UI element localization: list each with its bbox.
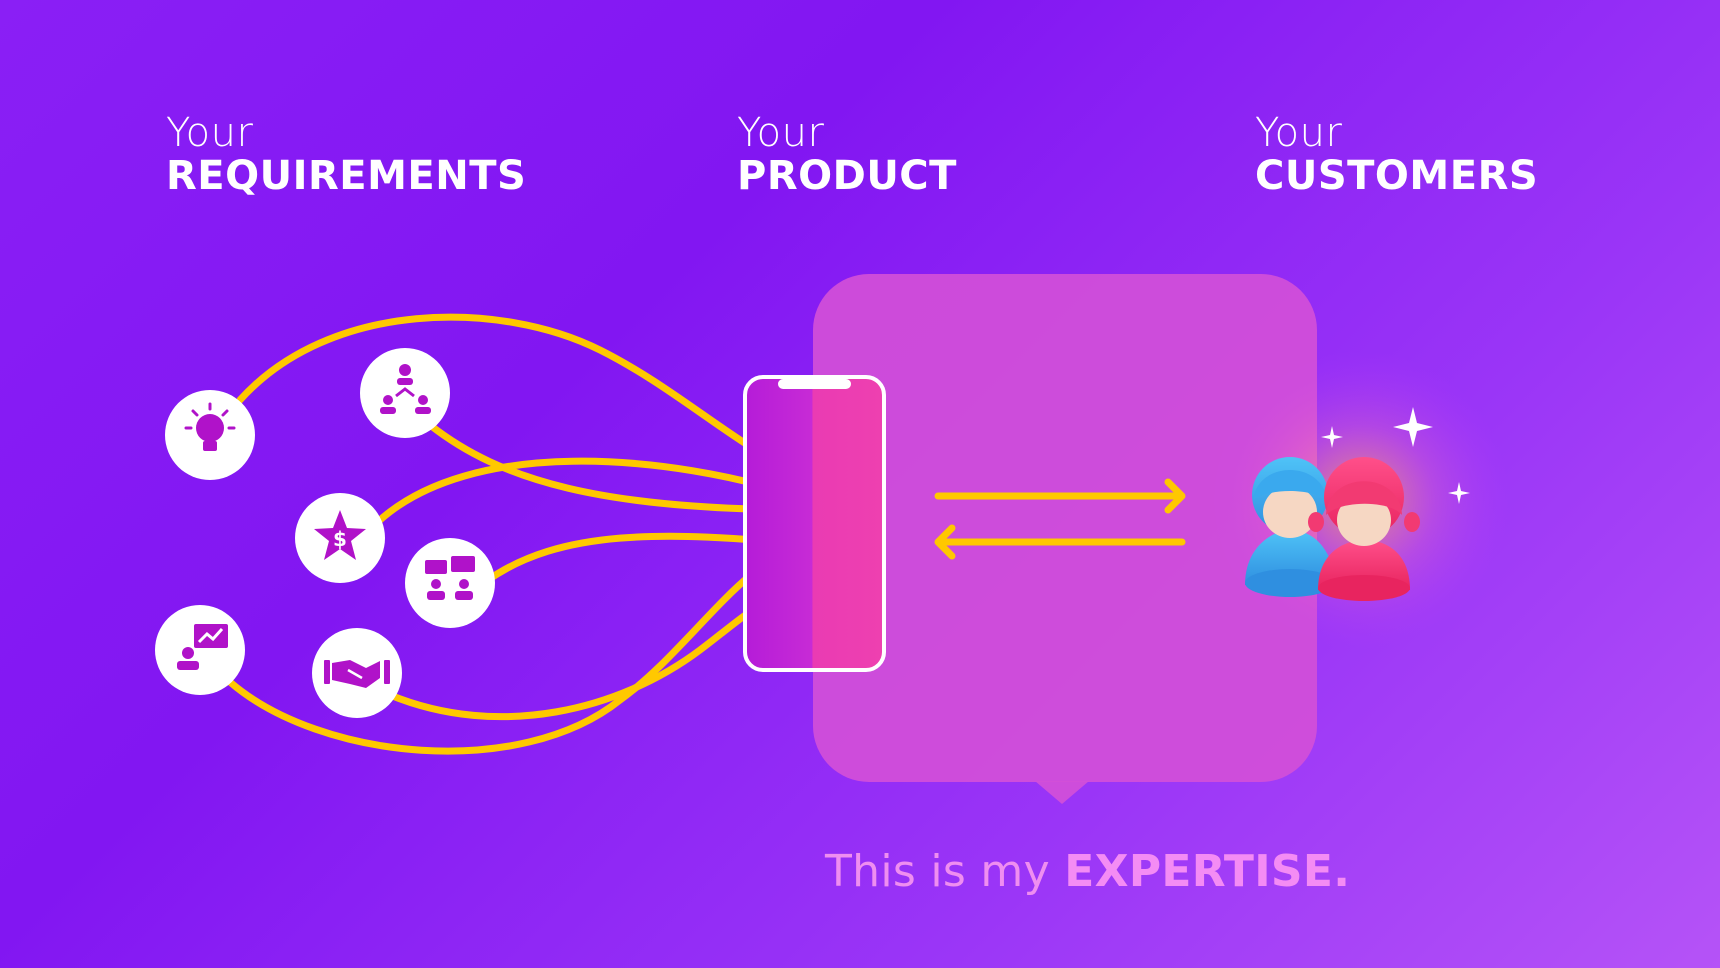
smartphone-icon: [743, 375, 886, 672]
product-heading: Your PRODUCT: [737, 113, 957, 196]
expertise-panel: [813, 274, 1317, 804]
handshake-icon: [312, 628, 402, 718]
expertise-caption: This is my EXPERTISE.: [825, 846, 1350, 897]
requirements-heading-title: REQUIREMENTS: [166, 153, 527, 199]
requirements-heading: Your REQUIREMENTS: [166, 113, 526, 196]
presentation-chart-icon: [155, 605, 245, 695]
star-dollar-icon: $: [295, 493, 385, 583]
customers-icon: [1245, 457, 1420, 601]
sparkle-icon: [1321, 407, 1470, 504]
customer-red: [1308, 457, 1420, 601]
requirements-heading-your: Your: [166, 110, 254, 156]
customers-heading: Your CUSTOMERS: [1255, 113, 1538, 196]
customers-heading-your: Your: [1255, 110, 1343, 156]
caption-prefix: This is my: [825, 846, 1065, 897]
product-heading-your: Your: [737, 110, 825, 156]
exchange-arrows-icon: [934, 478, 1186, 560]
customer-blue: [1245, 457, 1335, 597]
svg-text:$: $: [333, 527, 347, 551]
product-heading-title: PRODUCT: [737, 153, 957, 199]
caption-emphasis: EXPERTISE.: [1064, 846, 1351, 897]
customers-heading-title: CUSTOMERS: [1255, 153, 1539, 199]
lightbulb-icon: [165, 390, 255, 480]
team-hierarchy-icon: [360, 348, 450, 438]
chat-meeting-icon: [405, 538, 495, 628]
